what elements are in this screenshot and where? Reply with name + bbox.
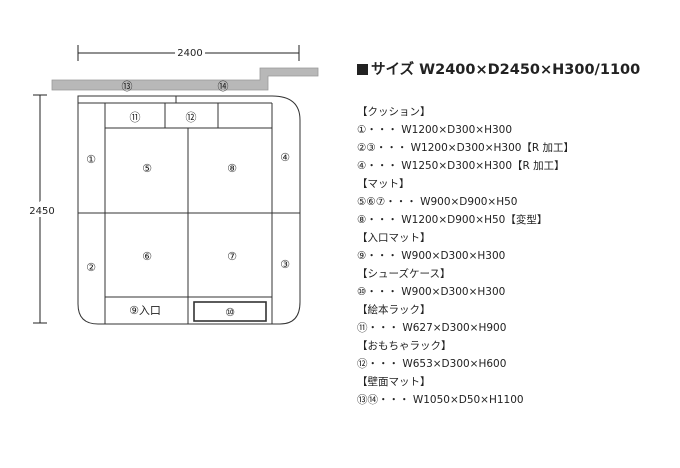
mat-label-6: ⑥ [142,250,152,263]
cushion-label-2: ② [86,261,96,274]
spec-heading-shoe-case: 【シューズケース】 [357,268,451,280]
shoe-case [193,301,267,322]
entrance-label: ⑨入口 [129,304,161,317]
shoe-case-label: ⑩ [225,306,235,319]
cushion-label-4: ④ [280,151,290,164]
spec-item: ⑧・・・ W1200×D900×H50【変型】 [357,214,548,226]
width-dimension [77,45,300,61]
toy-rack [164,102,219,129]
wall-mat-label-14: ⑭ [218,80,229,93]
spec-heading-cushion: 【クッション】 [357,106,431,118]
spec-heading-wall-mat: 【壁面マット】 [357,376,431,388]
cushion-label-1: ① [86,153,96,166]
spec-heading-mat: 【マット】 [357,178,410,190]
mat-label-5: ⑤ [142,162,152,175]
spec-heading-entrance-mat: 【入口マット】 [357,232,431,244]
spec-item: ②③・・・ W1200×D300×H300【R 加工】 [357,142,575,154]
spec-item: ⑪・・・ W627×D300×H900 [357,322,507,334]
spec-item: ⑫・・・ W653×D300×H600 [357,358,507,370]
mat-label-7: ⑦ [227,250,237,263]
spec-item: ⑬⑭・・・ W1050×D50×H1100 [357,394,524,406]
width-label: 2400 [177,48,202,59]
spec-heading-toy-rack: 【おもちゃラック】 [357,340,452,352]
wall-mat-label-13: ⑬ [122,80,133,93]
layout-diagram: 2400 2450 ⑬ ⑭ ① ② ④ ③ ⑪ ⑫ ⑤ ⑧ ⑥ ⑦ ⑨入口 ⑩ [26,45,319,325]
wall-mat [51,67,319,91]
cushion-label-3: ③ [280,258,290,271]
spec-title: サイズ W2400×D2450×H300/1100 [357,58,640,79]
spec-item: ①・・・ W1200×D300×H300 [357,124,513,136]
mat-label-8: ⑧ [227,162,237,175]
spec-item: ⑩・・・ W900×D300×H300 [357,286,506,298]
square-bullet-icon [357,64,368,75]
depth-label: 2450 [29,206,54,217]
spec-item: ⑤⑥⑦・・・ W900×D900×H50 [357,196,518,208]
rack-label-11: ⑪ [130,111,141,124]
picture-book-rack [104,102,166,129]
spec-item: ⑨・・・ W900×D300×H300 [357,250,506,262]
depth-dimension [33,94,47,324]
spec-item: ④・・・ W1250×D300×H300【R 加工】 [357,160,565,172]
spec-heading-picture-book-rack: 【絵本ラック】 [357,304,431,316]
rack-label-12: ⑫ [186,111,197,124]
spec-title-text: サイズ W2400×D2450×H300/1100 [371,62,641,78]
outer-frame [77,95,301,325]
